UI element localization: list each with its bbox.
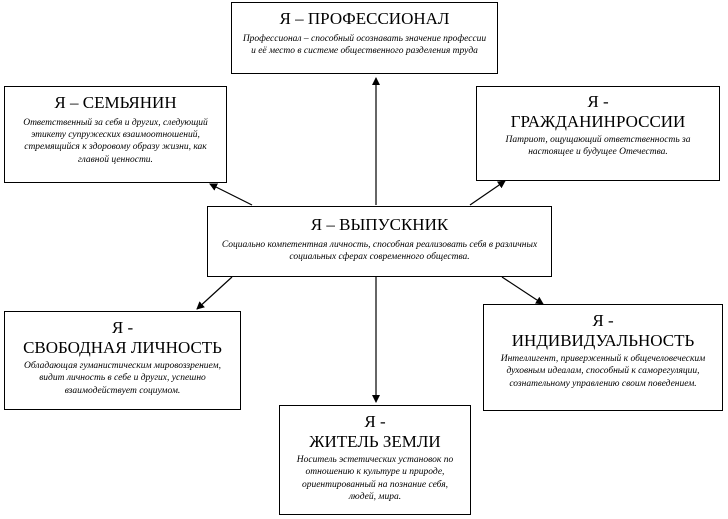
node-citizen-title-1: Я - [587,92,609,111]
arrow-to-free [196,276,233,310]
arrow-to-family [209,183,253,206]
arrow-to-citizen [469,180,506,206]
node-earth: Я - ЖИТЕЛЬ ЗЕМЛИ Носитель эстетических у… [279,405,471,515]
node-individual-title-2: ИНДИВИДУАЛЬНОСТЬ [511,330,695,350]
node-professional-title: Я – ПРОФЕССИОНАЛ [279,9,450,28]
node-earth-title-2: ЖИТЕЛЬ ЗЕМЛИ [309,431,441,451]
node-graduate: Я – ВЫПУСКНИК Социально компетентная лич… [207,206,552,277]
node-free-title-1: Я - [111,318,134,337]
node-family: Я – СЕМЬЯНИН Ответственный за себя и дру… [4,86,227,183]
node-professional: Я – ПРОФЕССИОНАЛ Профессионал – способны… [231,2,498,74]
node-family-desc: Ответственный за себя и других, следующи… [23,117,208,165]
node-graduate-desc: Социально компетентная личность, способн… [221,239,538,262]
node-free: Я - СВОБОДНАЯ ЛИЧНОСТЬ Обладающая гумани… [4,311,241,410]
node-earth-title-1: Я - [364,412,386,431]
node-individual-title-1: Я - [592,311,614,330]
node-family-title: Я – СЕМЬЯНИН [54,93,177,112]
arrow-to-individual [501,276,544,305]
node-graduate-title: Я – ВЫПУСКНИК [310,215,449,234]
node-free-desc: Обладающая гуманистическим мировоззрение… [24,361,221,396]
node-citizen-desc: Патриот, ощущающий ответственность за на… [505,135,691,158]
node-individual-desc: Интеллигент, приверженный к общечеловече… [500,354,706,389]
node-earth-desc: Носитель эстетических установок по отнош… [296,455,454,503]
node-professional-desc: Профессионал – способный осознавать знач… [242,33,487,56]
node-free-title-2: СВОБОДНАЯ ЛИЧНОСТЬ [23,337,222,357]
node-citizen: Я - ГРАЖДАНИНРОССИИ Патриот, ощущающий о… [476,86,720,181]
node-citizen-title-2: ГРАЖДАНИНРОССИИ [510,111,686,131]
node-individual: Я - ИНДИВИДУАЛЬНОСТЬ Интеллигент, привер… [483,304,723,411]
